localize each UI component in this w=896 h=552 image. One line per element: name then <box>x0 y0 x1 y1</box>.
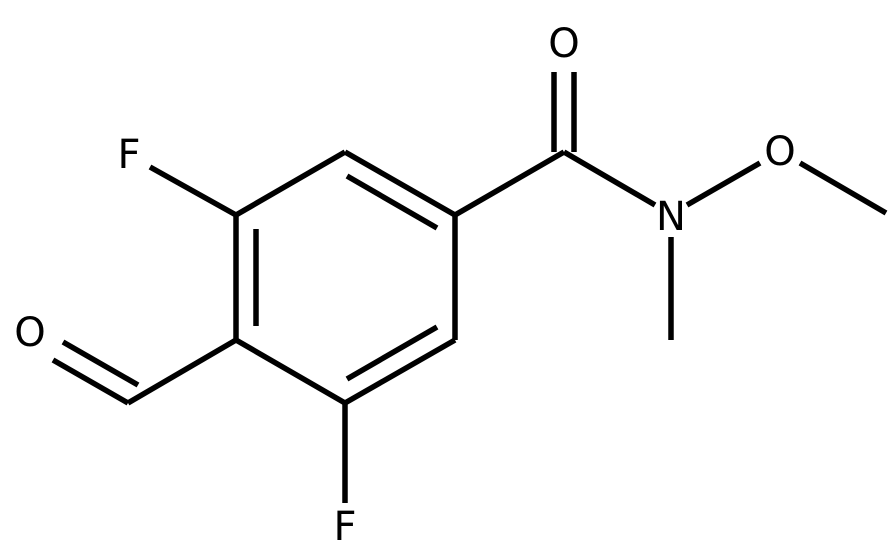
bond-aldehyde-double-b <box>61 339 140 388</box>
fluorine-substituents <box>148 164 348 503</box>
bond-o-to-methyl <box>798 160 888 216</box>
bond-ring-c1-c2-inner <box>345 173 439 231</box>
atom-o-carbonyl: O <box>548 21 579 67</box>
bond-aldehyde-double-a <box>51 357 130 406</box>
atom-labels: O N O F F O <box>14 21 795 550</box>
bond-n-to-o <box>685 160 762 208</box>
benzene-ring <box>233 149 458 406</box>
bond-ring-c3-c4-inner <box>345 324 439 382</box>
bond-ring-to-aldehyde <box>126 337 238 406</box>
bond-ring-c6-c1 <box>234 149 347 218</box>
aldehyde-group <box>51 337 238 406</box>
bond-ring-to-f-top <box>148 164 238 218</box>
atom-n-amide: N <box>656 194 686 240</box>
atom-f-bottom: F <box>333 504 356 550</box>
bond-ring-c4-c5 <box>234 337 347 406</box>
atom-o-methoxy: O <box>764 129 795 175</box>
atom-f-top: F <box>117 132 140 178</box>
bond-ring-c3-c4 <box>343 337 457 406</box>
amide-group <box>453 72 888 340</box>
bond-carbonyl-to-n <box>562 149 657 208</box>
bond-ring-to-carbonyl <box>453 149 566 218</box>
atom-o-aldehyde: O <box>14 310 45 356</box>
bond-ring-c1-c2 <box>343 149 457 218</box>
